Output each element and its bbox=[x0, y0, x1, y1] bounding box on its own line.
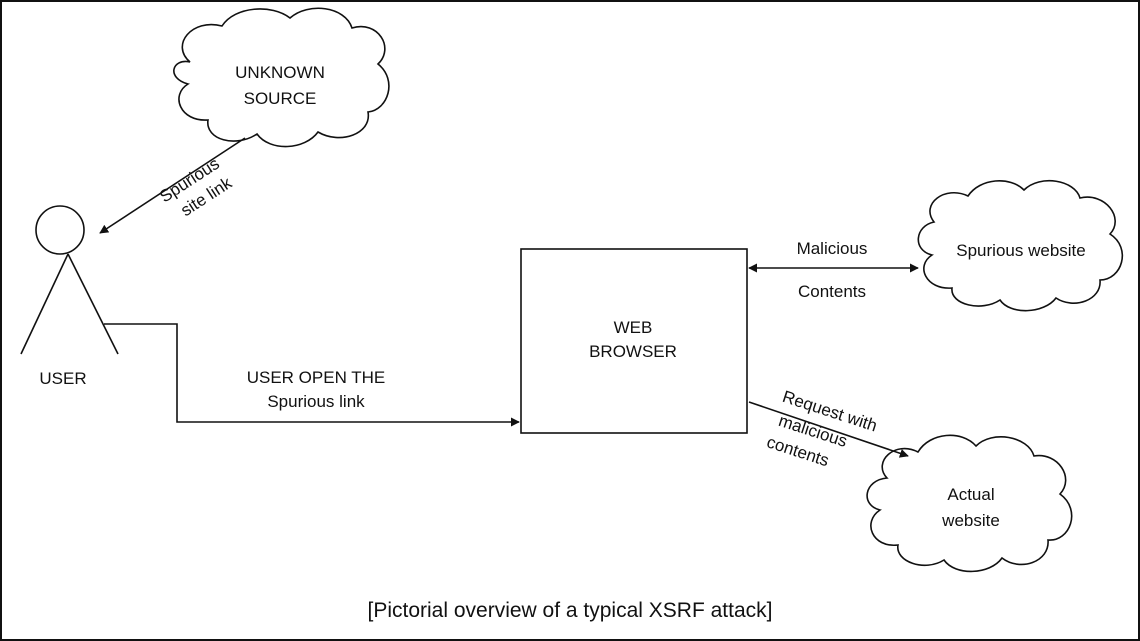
malicious-contents-line2: Contents bbox=[798, 282, 866, 301]
user-open-link-line1: USER OPEN THE bbox=[247, 368, 386, 387]
user-open-link-connector bbox=[104, 323, 520, 427]
user-label: USER bbox=[39, 369, 86, 388]
spurious-link-arrow bbox=[99, 137, 246, 234]
actual-website-line2: website bbox=[941, 511, 1000, 530]
unknown-source-cloud bbox=[173, 7, 390, 148]
web-browser-line2: BROWSER bbox=[589, 342, 677, 361]
request-arrow bbox=[748, 401, 909, 458]
web-browser-box bbox=[520, 248, 748, 434]
unknown-source-line1: UNKNOWN bbox=[235, 63, 325, 82]
diagram-caption: [Pictorial overview of a typical XSRF at… bbox=[368, 599, 773, 622]
spurious-website-cloud bbox=[917, 180, 1124, 312]
user-open-link-line2: Spurious link bbox=[267, 392, 365, 411]
unknown-source-line2: SOURCE bbox=[244, 89, 317, 108]
malicious-contents-line1: Malicious bbox=[797, 239, 868, 258]
actual-website-cloud bbox=[866, 434, 1073, 573]
user-figure bbox=[20, 205, 119, 355]
spurious-website-label: Spurious website bbox=[956, 241, 1085, 260]
actual-website-line1: Actual bbox=[947, 485, 994, 504]
web-browser-line1: WEB bbox=[614, 318, 653, 337]
